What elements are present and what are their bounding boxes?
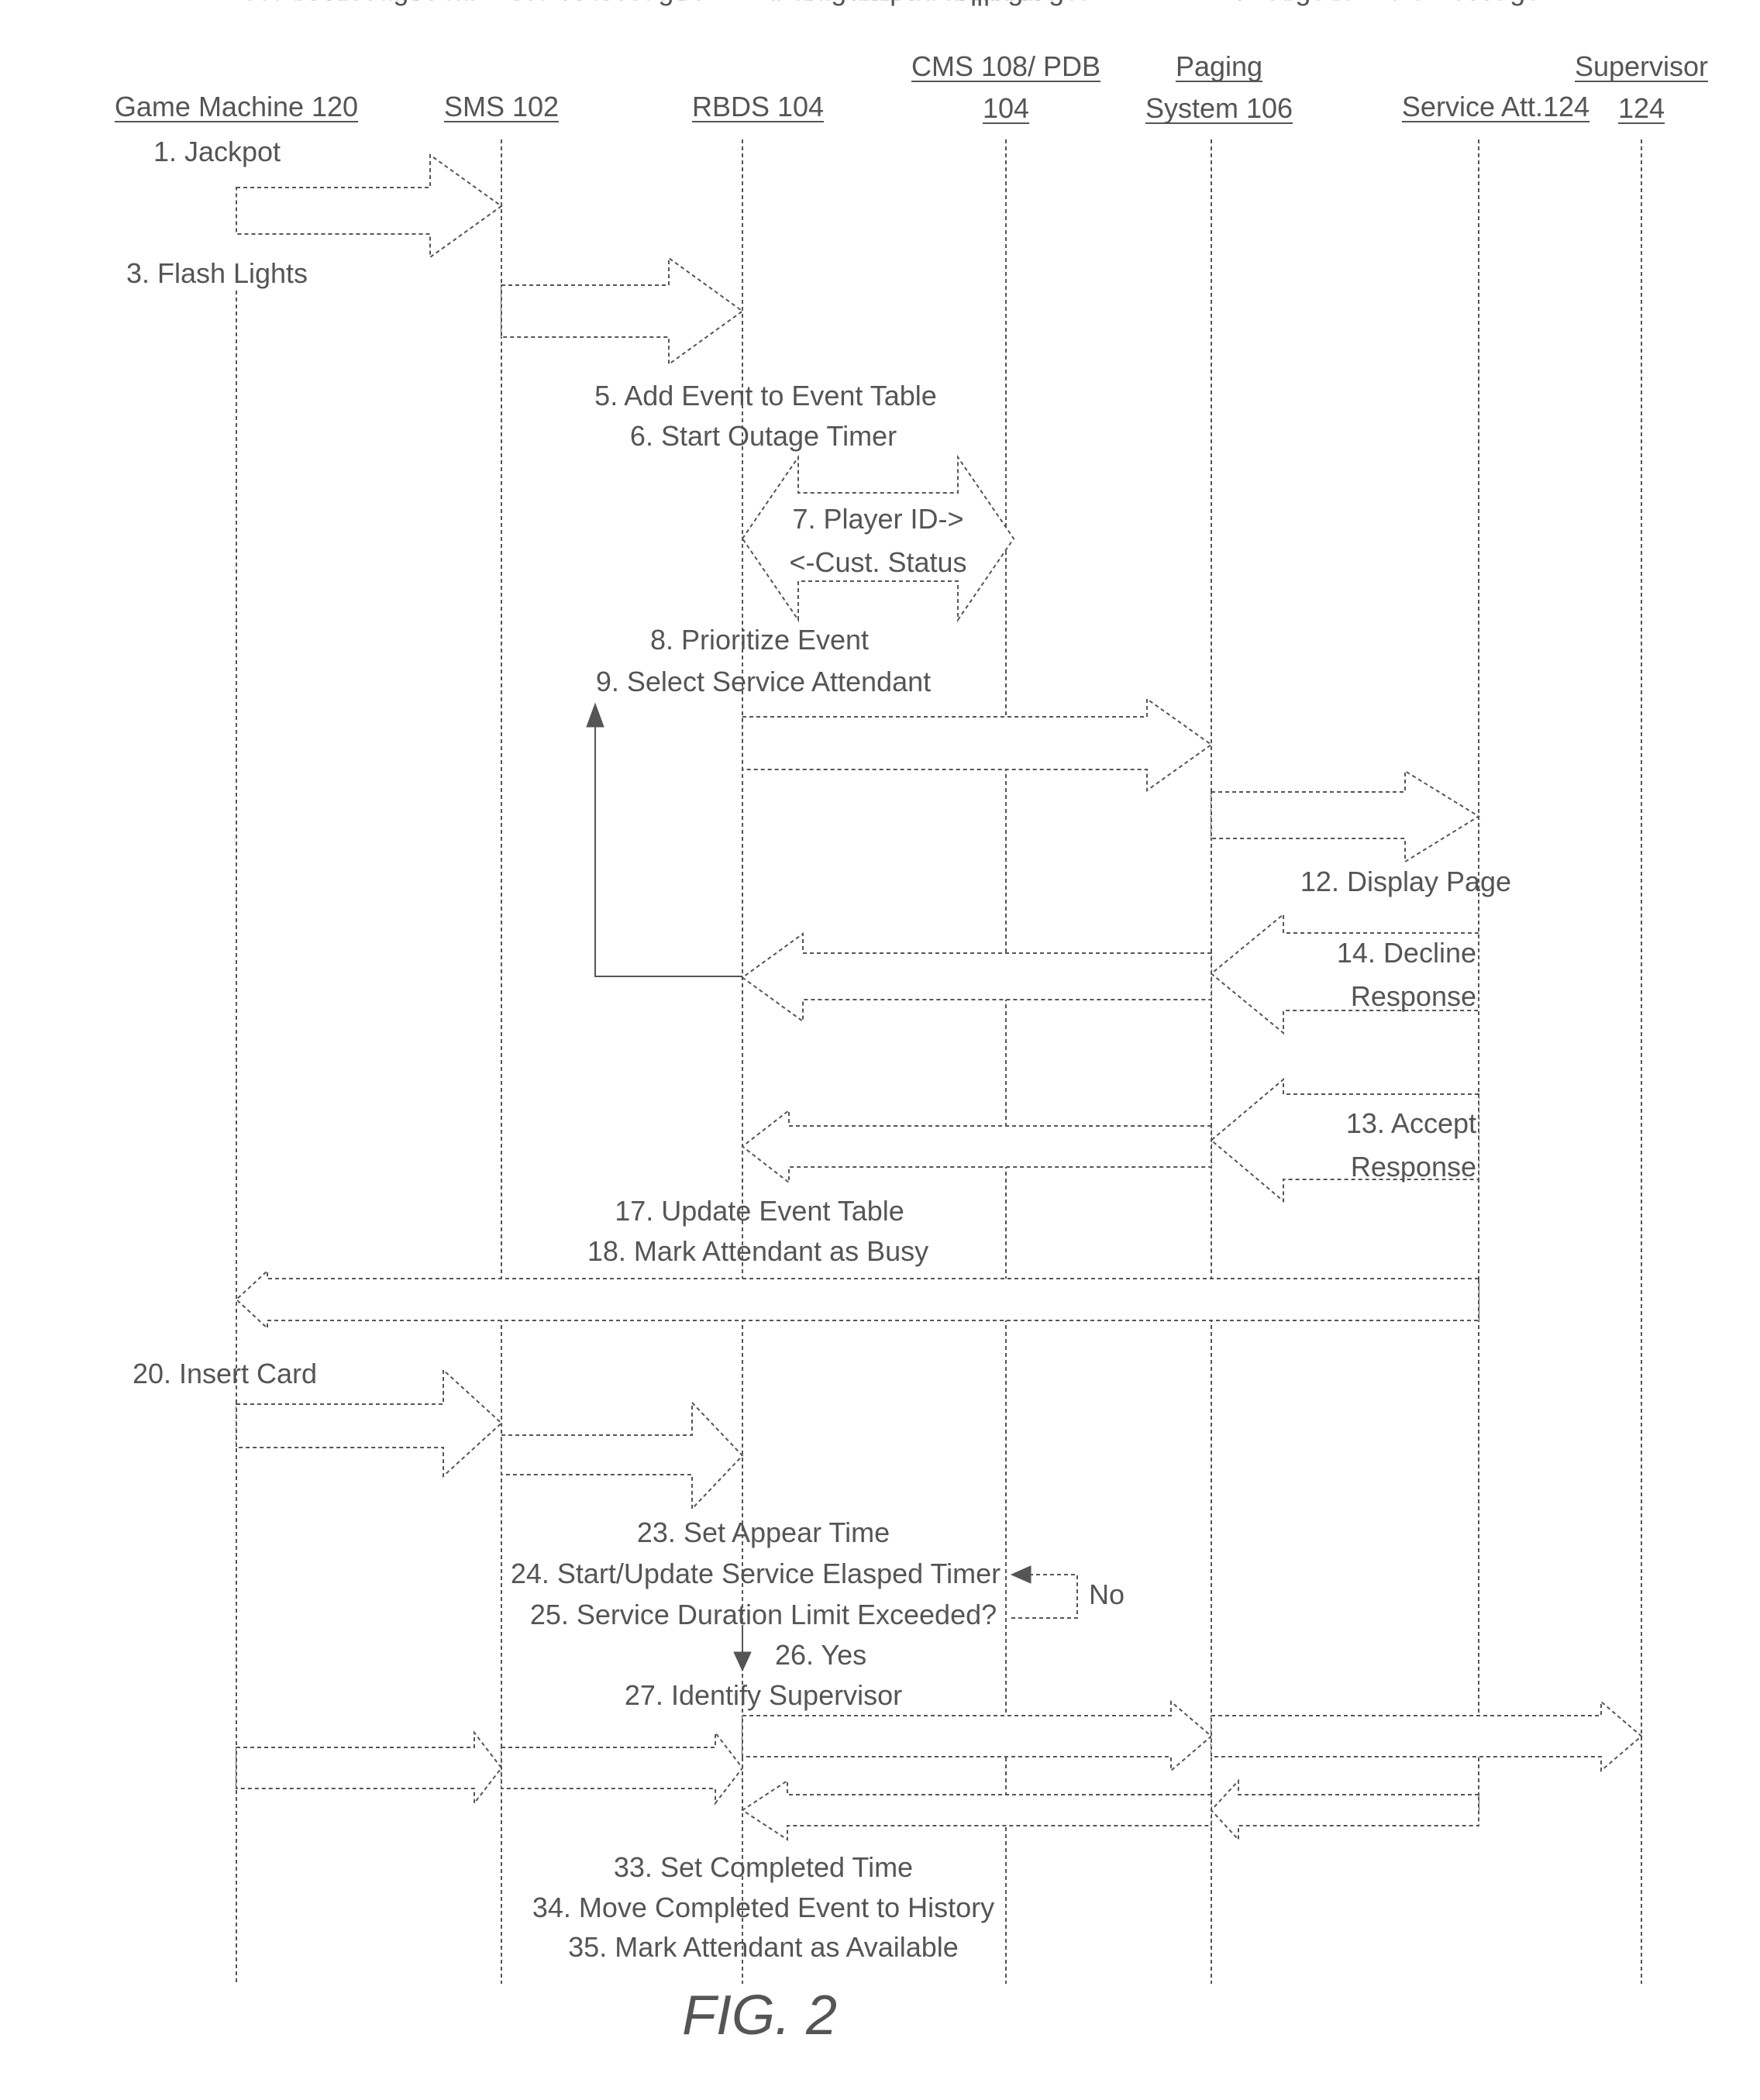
- figure-label: FIG. 2: [682, 1985, 837, 2047]
- message-m30a-arrow: [236, 1733, 501, 1803]
- note-n6: 6. Start Outage Timer: [630, 420, 897, 452]
- decline-loop-connector: [595, 722, 742, 976]
- note-n9: 9. Select Service Attendant: [596, 666, 931, 697]
- participant-sup-label: 124: [1618, 92, 1665, 124]
- message-m28-arrow: [742, 1702, 1211, 1771]
- note-n26: 26. Yes: [775, 1639, 866, 1671]
- yes-arrowhead: [734, 1652, 751, 1671]
- note-n8: 8. Prioritize Event: [650, 624, 869, 656]
- message-m13-label: 13. Accept: [1346, 1107, 1476, 1139]
- message-m2-arrow: [236, 155, 501, 257]
- participant-cms-label: 104: [983, 92, 1029, 124]
- note-n12: 12. Display Page: [1300, 866, 1511, 897]
- message-m7-arrow: [742, 457, 1014, 620]
- message-m30a-label: 30. Back in Service: [242, 0, 480, 6]
- no-loop-arrowhead: [1011, 1566, 1031, 1583]
- message-m19-arrow: [236, 1271, 1479, 1328]
- note-n24: 24. Start/Update Service Elasped Timer: [511, 1558, 1001, 1589]
- message-m14-label: 14. Decline: [1337, 937, 1476, 969]
- note-n35: 35. Mark Attendant as Available: [568, 1931, 959, 1963]
- participant-pag-label: Paging: [1176, 50, 1262, 82]
- message-m13-arrow: [1211, 1079, 1479, 1201]
- message-m31-arrow: [1211, 1781, 1479, 1840]
- participant-sup-label: Supervisor: [1575, 50, 1708, 82]
- note-n34: 34. Move Completed Event to History: [532, 1892, 994, 1923]
- message-m22-arrow: [501, 1403, 742, 1509]
- message-m30b-label: 30. Back in Serv.: [508, 0, 716, 6]
- note-n17: 17. Update Event Table: [615, 1195, 904, 1227]
- message-m32-arrow: [742, 1781, 1211, 1840]
- participant-rbds-label: RBDS 104: [692, 91, 824, 122]
- note-n1: 1. Jackpot: [153, 136, 281, 167]
- message-m14-arrow: [1211, 914, 1479, 1033]
- message-m14-label: Response: [1351, 980, 1476, 1012]
- message-m16-arrow: [742, 1110, 1211, 1183]
- note-n25: 25. Service Duration Limit Exceeded?: [530, 1599, 997, 1630]
- message-m31-label: 31. Done: [1232, 0, 1345, 6]
- participant-sms-label: SMS 102: [444, 91, 559, 122]
- message-m32-label: 32. Done: [790, 0, 904, 6]
- message-m10-arrow: [742, 699, 1211, 790]
- message-m7-label: <-Cust. Status: [789, 546, 966, 578]
- message-m11-arrow: [1211, 771, 1479, 862]
- message-m13-label: Response: [1351, 1151, 1476, 1183]
- participant-pag-label: System 106: [1145, 92, 1293, 124]
- participant-att-label: Service Att.124: [1402, 91, 1590, 122]
- participant-cms-label: CMS 108/ PDB: [911, 50, 1100, 82]
- note-n23: 23. Set Appear Time: [637, 1516, 890, 1548]
- decline-loop-arrowhead: [587, 704, 604, 727]
- participant-gm-label: Game Machine 120: [115, 91, 358, 122]
- message-m4-arrow: [501, 258, 742, 364]
- note-n3: 3. Flash Lights: [126, 257, 308, 289]
- note-n5: 5. Add Event to Event Table: [594, 380, 937, 411]
- message-m7-label: 7. Player ID->: [792, 503, 963, 535]
- message-m15-arrow: [742, 934, 1211, 1021]
- message-m29-arrow: [1211, 1702, 1641, 1771]
- note-n33: 33. Set Completed Time: [614, 1851, 913, 1883]
- note-nno: No: [1089, 1578, 1125, 1610]
- no-loop-connector: [1011, 1575, 1077, 1618]
- note-n27: 27. Identify Supervisor: [625, 1679, 902, 1711]
- note-n20: 20. Insert Card: [133, 1358, 317, 1389]
- note-n18: 18. Mark Attendant as Busy: [587, 1235, 928, 1267]
- message-m30b-arrow: [501, 1733, 742, 1803]
